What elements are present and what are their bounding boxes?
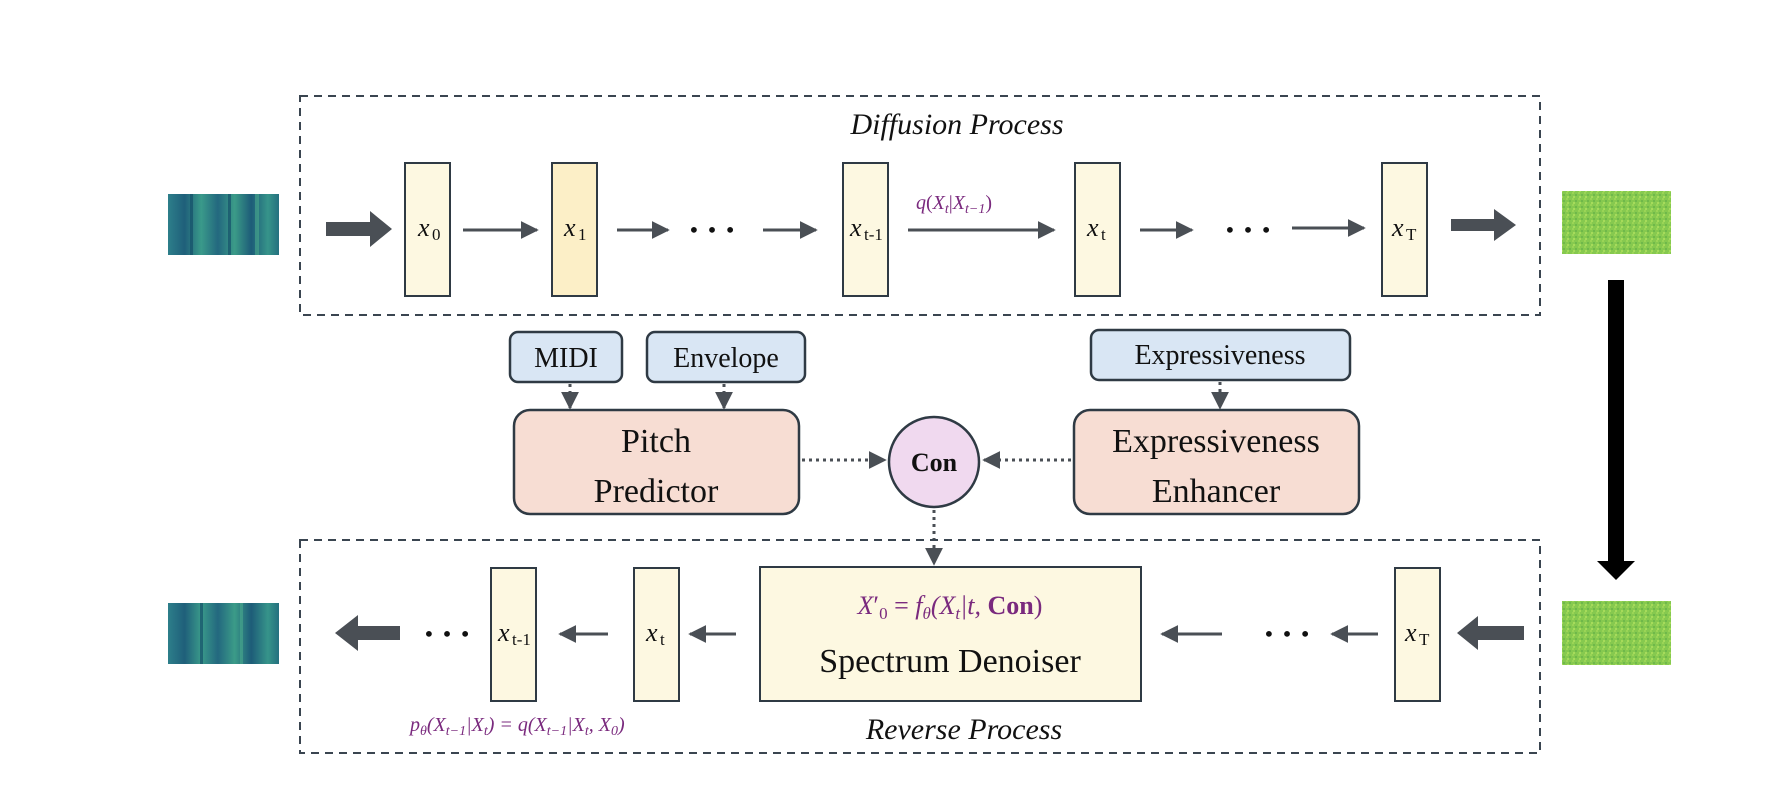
- diffusion-node-xt: x t: [1074, 162, 1121, 297]
- svg-text:x: x: [849, 213, 862, 242]
- envelope-condition: Envelope: [645, 330, 807, 384]
- svg-text:Envelope: Envelope: [673, 343, 779, 374]
- svg-text:t: t: [660, 630, 665, 649]
- svg-text:t: t: [1101, 225, 1106, 244]
- svg-text:x: x: [645, 618, 658, 647]
- svg-text:Spectrum Denoiser: Spectrum Denoiser: [819, 643, 1081, 680]
- svg-text:x: x: [1404, 618, 1417, 647]
- noise-spectrogram-bottom: [1562, 601, 1671, 665]
- reverse-transition-formula: pθ(Xt−1|Xt) = q(Xt−1|Xt, X0): [408, 714, 625, 739]
- ellipsis-top-left: • • •: [688, 218, 736, 242]
- svg-text:0: 0: [432, 225, 441, 244]
- svg-text:x: x: [497, 618, 510, 647]
- svg-text:T: T: [1406, 225, 1417, 244]
- svg-text:t-1: t-1: [864, 225, 883, 244]
- pitch-predictor: Pitch Predictor: [512, 408, 801, 516]
- diffusion-process-title: Diffusion Process: [849, 108, 1063, 141]
- ellipsis-top-right: • • •: [1224, 218, 1272, 242]
- svg-text:Expressiveness: Expressiveness: [1112, 423, 1320, 460]
- svg-text:Con: Con: [911, 448, 958, 477]
- clean-spectrogram-output: [168, 603, 279, 664]
- svg-text:Enhancer: Enhancer: [1152, 473, 1281, 510]
- svg-text:x: x: [563, 213, 576, 242]
- svg-text:Pitch: Pitch: [621, 423, 691, 460]
- thick-arrow-out: [1451, 209, 1516, 241]
- thick-arrow-in: [326, 211, 392, 247]
- con-node: Con: [887, 415, 981, 509]
- reverse-process-title: Reverse Process: [865, 713, 1062, 746]
- svg-text:x: x: [1391, 213, 1404, 242]
- svg-text:x: x: [417, 213, 430, 242]
- clean-spectrogram-input: [168, 194, 279, 255]
- thick-arrow-reverse-in: [1457, 616, 1524, 650]
- svg-text:Predictor: Predictor: [594, 473, 719, 510]
- reverse-node-xt-1: x t-1: [490, 567, 537, 702]
- diffusion-node-x0: x 0: [404, 162, 451, 297]
- diffusion-node-xt-1: x t-1: [842, 162, 889, 297]
- vertical-transfer-arrow: [1597, 280, 1635, 580]
- svg-text:x: x: [1086, 213, 1099, 242]
- svg-text:t-1: t-1: [512, 630, 531, 649]
- denoiser-formula: X′0 = fθ(Xt|t, Con): [857, 591, 1043, 623]
- reverse-node-xt: x t: [633, 567, 680, 702]
- diffusion-node-xT: x T: [1381, 162, 1428, 297]
- midi-condition: MIDI: [508, 330, 624, 384]
- diffusion-node-x1: x 1: [551, 162, 598, 297]
- noise-spectrogram-top: [1562, 191, 1671, 254]
- reverse-node-xT: x T: [1394, 567, 1441, 702]
- thick-arrow-reverse-out: [335, 615, 400, 651]
- expressiveness-enhancer: Expressiveness Enhancer: [1072, 408, 1361, 516]
- forward-transition-label: q(Xt|Xt−1): [916, 192, 992, 217]
- expressiveness-condition: Expressiveness: [1089, 328, 1352, 382]
- ellipsis-bottom-right: • • •: [1263, 622, 1311, 646]
- diffusion-process-frame: [299, 95, 1541, 316]
- svg-text:T: T: [1419, 630, 1430, 649]
- svg-text:1: 1: [578, 225, 587, 244]
- spectrum-denoiser: X′0 = fθ(Xt|t, Con) Spectrum Denoiser: [759, 566, 1142, 702]
- ellipsis-bottom-left: • • •: [423, 622, 471, 646]
- reverse-process-frame: [299, 539, 1541, 754]
- svg-text:MIDI: MIDI: [534, 343, 598, 374]
- svg-text:Expressiveness: Expressiveness: [1134, 340, 1305, 371]
